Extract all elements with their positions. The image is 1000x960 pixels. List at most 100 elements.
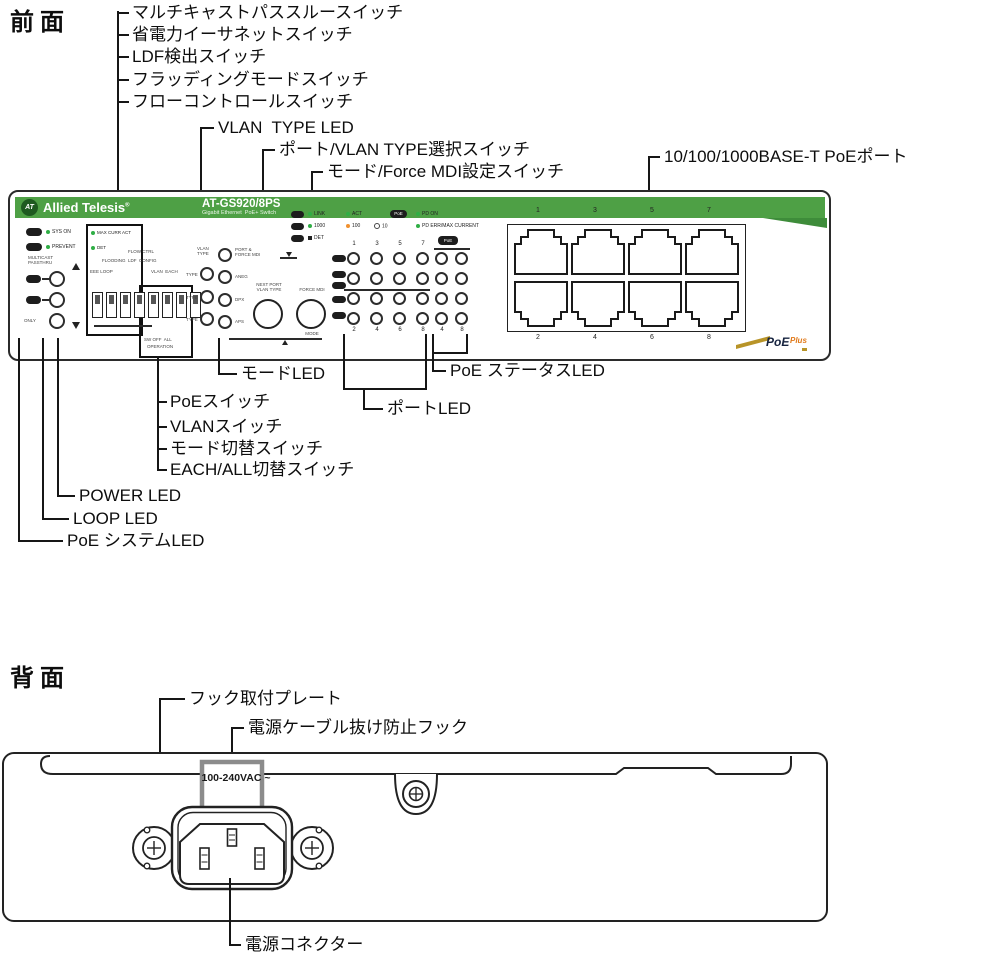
green-led-dot-icon — [46, 244, 50, 249]
connector-line — [42, 299, 50, 301]
leader-line — [57, 338, 59, 497]
sw-off-label: SW OFF ALL — [144, 337, 172, 342]
dip-switch-8 — [190, 292, 201, 318]
grid-row-pill-1 — [332, 255, 346, 262]
leader-line — [18, 540, 63, 542]
leader-line — [229, 944, 241, 946]
brand-band — [15, 197, 825, 218]
line-pin-icon — [199, 847, 210, 870]
port-led — [416, 252, 429, 265]
green-led-dot-icon — [91, 230, 95, 235]
pointer-icon — [282, 340, 288, 345]
power-led-pill — [26, 228, 42, 236]
poe-status-led — [435, 292, 448, 305]
leader-line — [363, 408, 383, 410]
left-button-1 — [49, 271, 65, 287]
port-number-4: 4 — [593, 334, 597, 341]
poe-status-led — [455, 272, 468, 285]
leader-line — [42, 338, 44, 520]
leader-line — [218, 373, 237, 375]
leader-line — [343, 334, 345, 390]
poe-system-led-pill — [26, 275, 41, 283]
aps-label: APS — [235, 319, 245, 324]
legend-det: DET — [308, 235, 324, 241]
callout-power-connector: 電源コネクター — [245, 935, 364, 954]
leader-line — [262, 149, 275, 151]
port-led — [347, 272, 360, 285]
neutral-pin-icon — [254, 847, 265, 870]
pointer-icon — [286, 252, 292, 257]
port-number-1: 1 — [536, 207, 540, 214]
sys-on-label: SYS ON — [46, 229, 71, 235]
rj45-port-6-icon — [628, 281, 682, 327]
multicast-caption-2: PASSTHRU — [28, 260, 53, 265]
left-button-3 — [49, 313, 65, 329]
callout-power-led: POWER LED — [79, 486, 182, 505]
brand-name: Allied Telesis® — [43, 200, 130, 215]
det-legend: DET — [91, 245, 106, 250]
leader-line — [432, 334, 434, 354]
port-number-8: 8 — [707, 334, 711, 341]
mode-label: MODE — [305, 331, 319, 336]
leader-line — [466, 334, 468, 354]
leader-line — [18, 338, 20, 542]
s10-text: 10 — [382, 223, 388, 230]
callout-box-dip-left — [86, 224, 143, 336]
small-screw-icon — [143, 826, 151, 834]
det-legend-text: DET — [314, 235, 324, 241]
aneg-label: ANEG — [235, 274, 248, 279]
dip-switch-6 — [162, 292, 173, 318]
poe-plus-logo-icon: PoE Plus — [736, 335, 807, 351]
grid-col-7: 7 — [421, 241, 425, 247]
legend-1000: 1000 — [308, 223, 325, 229]
dip-bracket-line — [94, 325, 152, 327]
small-screw-icon — [315, 826, 323, 834]
leader-line — [117, 101, 129, 103]
port-led — [393, 312, 406, 325]
dip-eee-loop-label: EEE LOOP — [90, 269, 113, 274]
rj45-ports — [514, 229, 739, 327]
max-curr-legend: MAX CURR ACT — [91, 230, 131, 235]
grid-row-pill-5 — [332, 312, 346, 319]
rj45-port-4-icon — [571, 281, 625, 327]
left-button-2 — [49, 292, 65, 308]
leader-line — [432, 352, 468, 354]
vlan-type-led-1 — [200, 267, 214, 281]
leader-line — [117, 56, 129, 58]
grid-divider-line — [344, 289, 430, 291]
poe-plus-poe-text: PoE — [766, 335, 790, 349]
port-led — [347, 312, 360, 325]
port-led — [416, 272, 429, 285]
grid-col-1: 1 — [352, 241, 356, 247]
leader-line — [231, 727, 233, 767]
model-subtitle: Gigabit Ethernet PoE+ Switch — [202, 210, 277, 216]
square-led-icon — [308, 235, 312, 240]
port-led — [393, 252, 406, 265]
leader-line — [231, 727, 244, 729]
legend-pill-2 — [291, 223, 304, 230]
leader-line — [432, 370, 446, 372]
link-text: LINK — [314, 211, 326, 217]
port-led — [416, 292, 429, 305]
switch-front-panel: AT Allied Telesis® AT-GS920/8PS Gigabit … — [8, 190, 831, 361]
model-name: AT-GS920/8PS — [202, 198, 281, 210]
poe-status-led — [455, 292, 468, 305]
dip-switch-2 — [106, 292, 117, 318]
up-arrow-icon — [72, 263, 80, 270]
callout-cable-hook: 電源ケーブル抜け防止フック — [248, 718, 468, 737]
dip-flow-ctrl-label: FLOW CTRL — [128, 249, 155, 254]
legend-pd-err: PD ERR/MAX CURRENT — [416, 223, 479, 229]
legend-pill-3 — [291, 235, 304, 242]
poe-status-led — [435, 312, 448, 325]
det-text: DET — [97, 245, 106, 250]
leader-line — [363, 388, 365, 410]
callout-eco-ethernet-switch: 省電力イーサネットスイッチ — [132, 25, 353, 44]
leader-line — [432, 352, 434, 372]
leader-line — [117, 79, 129, 81]
callout-flow-control-switch: フローコントロールスイッチ — [132, 92, 353, 111]
down-arrow-icon — [72, 322, 80, 329]
max-curr-text: MAX CURR ACT — [97, 230, 132, 235]
iec-pins — [199, 828, 265, 870]
earth-pin-icon — [226, 828, 238, 847]
